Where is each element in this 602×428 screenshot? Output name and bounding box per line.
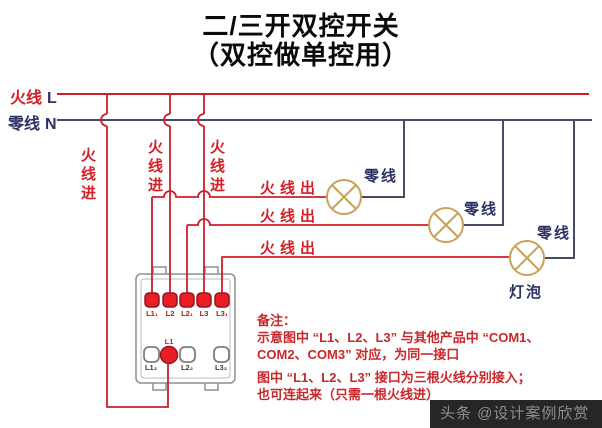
live-in-label-1: 火线进 <box>79 147 96 204</box>
terminal-L3 <box>196 292 212 308</box>
note-line-3: 图中 “L1、L2、L3” 接口为三根火线分别接入； <box>257 370 531 385</box>
terminal-label-L1-2: L1₂ <box>145 363 157 372</box>
neutral-wire-2 <box>463 120 504 226</box>
terminal-L1-2 <box>143 346 160 363</box>
terminal-L1-1 <box>144 292 160 308</box>
live-out-wire-3 <box>221 256 510 296</box>
terminal-label-L2-2: L2₂ <box>181 363 193 372</box>
page-title-line2: （双控做单控用） <box>192 40 409 70</box>
live-bus-letter: L <box>47 90 57 107</box>
terminal-label-L1-1: L1₁ <box>146 309 158 318</box>
terminal-L3-2 <box>213 346 230 363</box>
note-heading: 备注： <box>257 313 297 328</box>
terminal-L2-2 <box>179 346 196 363</box>
switch-top-terminals: L1₁ L2 L2₁ L3 L3₁ <box>144 292 230 318</box>
note-line-2: COM2、COM3” 对应，为同一接口 <box>257 347 460 362</box>
lamp-3-icon <box>509 240 545 276</box>
page-title: 二/三开双控开关 （双控做单控用） <box>0 12 602 70</box>
live-bus-label-cn: 火线 <box>10 90 43 107</box>
terminal-label-L1-common: L1 <box>165 337 174 346</box>
live-out-label-3: 火线出 <box>260 240 321 257</box>
switch-bottom-terminals: L1 L1₂ L2₂ L3₂ <box>143 337 230 372</box>
terminal-L1-common <box>159 345 179 365</box>
terminal-label-L3-2: L3₂ <box>215 363 227 372</box>
live-in-label-3: 火线进 <box>208 139 225 196</box>
neutral-out-label-2: 零线 <box>464 201 499 218</box>
neutral-out-label-1: 零线 <box>364 168 399 185</box>
note-line-4: 也可连起来（只需一根火线进） <box>257 387 440 402</box>
page-title-line1: 二/三开双控开关 <box>202 11 400 41</box>
terminal-label-L3: L3 <box>200 309 209 318</box>
live-in-wire-3 <box>197 94 205 296</box>
live-in-label-2: 火线进 <box>146 139 163 196</box>
neutral-bus-label-cn: 零线 <box>8 116 41 133</box>
bulb-label: 灯泡 <box>509 284 544 301</box>
switch-box-inner-outline <box>140 278 231 379</box>
neutral-bus-letter: N <box>45 116 57 133</box>
terminal-L2-1 <box>179 292 195 308</box>
neutral-wire-1 <box>361 120 405 198</box>
live-out-label-1: 火线出 <box>260 180 321 197</box>
notes: 备注： 示意图中 “L1、L2、L3” 与其他产品中 “COM1、 COM2、C… <box>257 312 602 403</box>
neutral-wire-3 <box>544 120 575 259</box>
live-out-wire-1 <box>151 190 327 296</box>
lamp-1-icon <box>326 179 362 215</box>
note-line-1: 示意图中 “L1、L2、L3” 与其他产品中 “COM1、 <box>257 330 540 345</box>
terminal-label-L2: L2 <box>166 309 175 318</box>
terminal-L2 <box>162 292 178 308</box>
lamp-2-icon <box>428 207 464 243</box>
live-in-wire-1 <box>100 94 169 408</box>
live-in-wire-2 <box>163 94 171 296</box>
watermark: 头条 @设计案例欣赏 <box>430 400 602 428</box>
terminal-label-L3-1: L3₁ <box>216 309 228 318</box>
live-out-wire-2 <box>186 218 429 296</box>
terminal-label-L2-1: L2₁ <box>181 309 193 318</box>
neutral-out-label-3: 零线 <box>537 225 572 242</box>
live-out-label-2: 火线出 <box>260 208 321 225</box>
terminal-L3-1 <box>214 292 230 308</box>
